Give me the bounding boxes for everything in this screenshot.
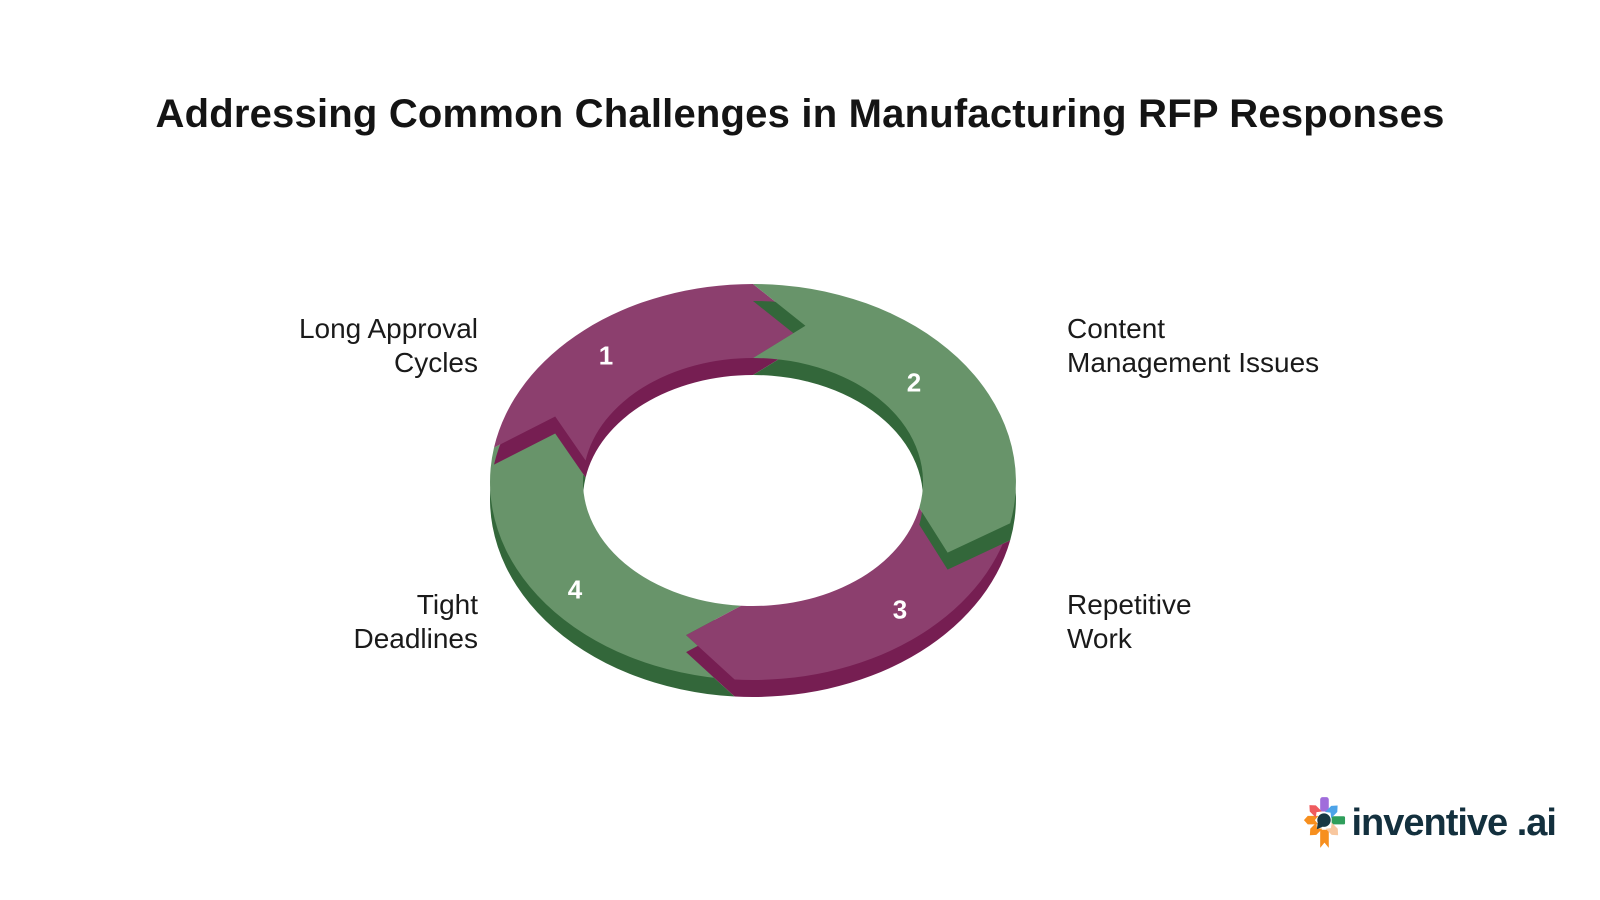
- logo-petal-south-east: [1326, 822, 1339, 836]
- step-label-long-approval-cycles: Long Approval Cycles: [298, 313, 478, 378]
- segment-3-face: [686, 507, 1011, 680]
- segment-2-face: [753, 284, 1016, 553]
- step-label-tight-deadlines: Tight Deadlines: [353, 589, 478, 654]
- segment-4-face: [490, 416, 742, 680]
- step-label-repetitive-work: Repetitive Work: [1067, 589, 1192, 654]
- logo-petal-north-west: [1309, 805, 1323, 818]
- step-number-1: 1: [598, 340, 614, 371]
- logo-petal-south: [1320, 829, 1330, 848]
- step-number-3: 3: [892, 594, 908, 625]
- logo-petal-south-west: [1310, 822, 1323, 836]
- logo-center-dot-tail: [1317, 822, 1324, 830]
- logo-wordmark: inventive .ai: [1351, 801, 1557, 844]
- logo-center-dot: [1317, 813, 1332, 827]
- logo-petal-north: [1320, 797, 1330, 812]
- step-number-4: 4: [567, 574, 583, 605]
- logo-petal-west: [1304, 815, 1319, 825]
- logo-petal-east: [1332, 816, 1346, 825]
- step-number-2: 2: [906, 367, 922, 398]
- logo-petal-north-east: [1325, 805, 1339, 819]
- logo: inventive .ai: [1302, 794, 1557, 852]
- segment-1-face: [494, 284, 806, 461]
- page-title: Addressing Common Challenges in Manufact…: [155, 92, 1445, 136]
- step-label-content-management-issues: Content Management Issues: [1067, 313, 1320, 378]
- burst-logo-icon: [1304, 797, 1346, 848]
